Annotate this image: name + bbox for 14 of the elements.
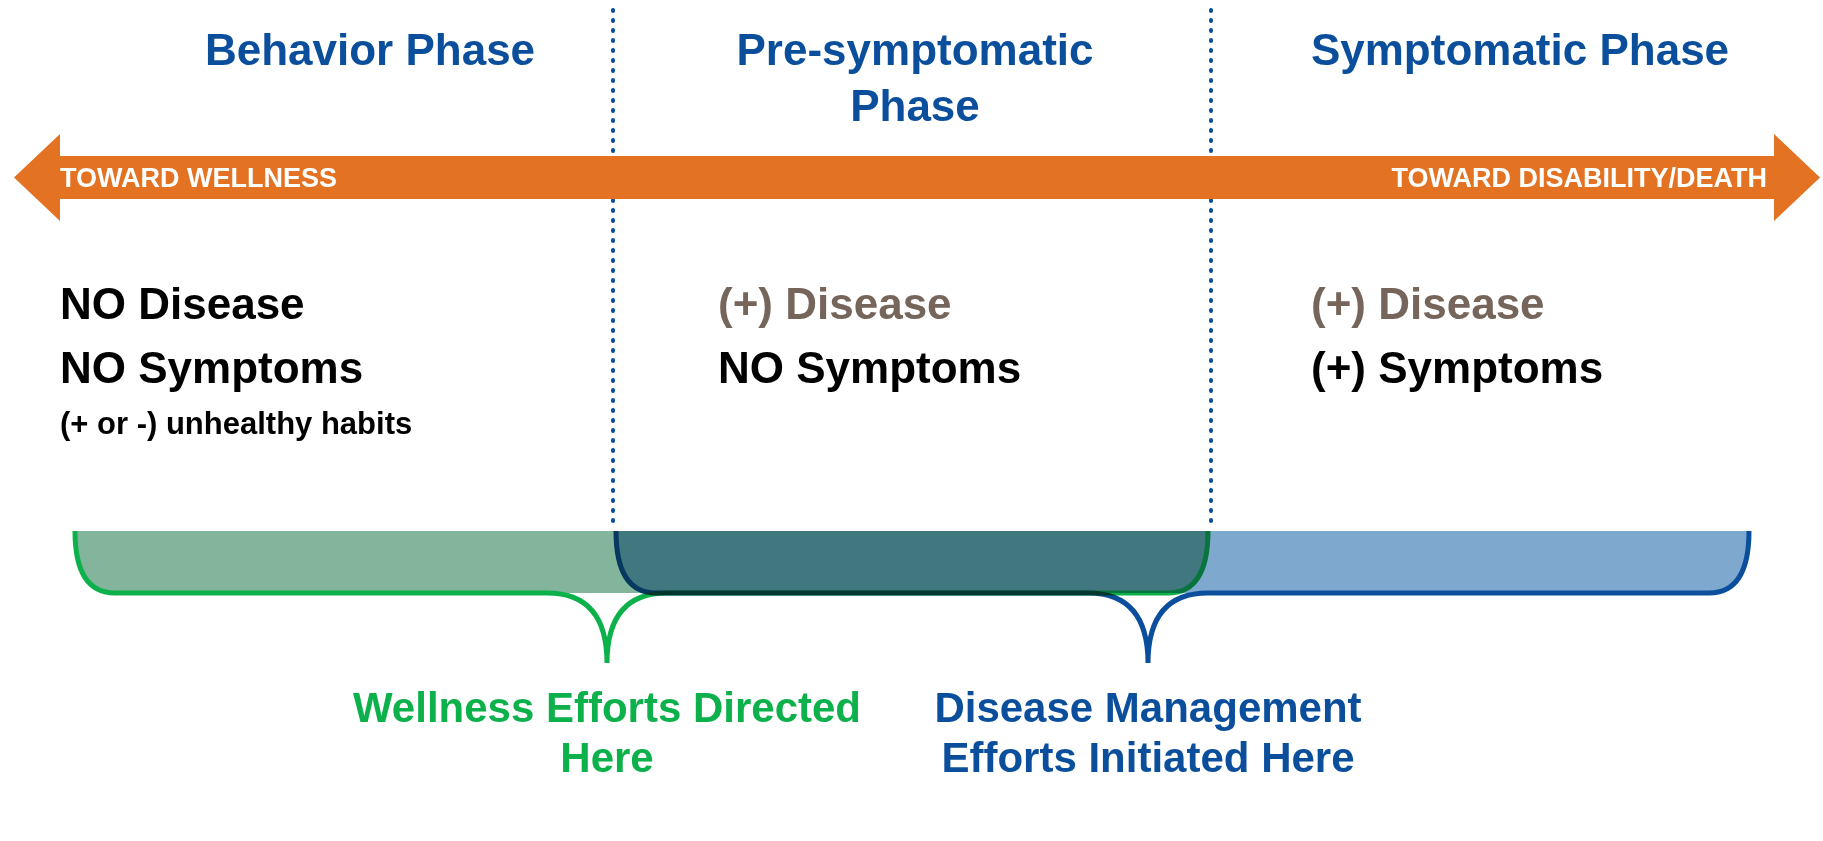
bracket-caption: Disease Management Efforts Initiated Here: [933, 683, 1363, 783]
status-text: NO Disease: [60, 278, 306, 330]
status-text: (+) Disease: [718, 278, 953, 330]
bracket-caption: Wellness Efforts Directed Here: [351, 683, 862, 783]
arrow-label: TOWARD WELLNESS: [60, 162, 337, 195]
phase-title: Pre-symptomatic Phase: [735, 24, 1095, 132]
status-text: (+) Disease: [1311, 278, 1546, 330]
arrow-label: TOWARD DISABILITY/DEATH: [1391, 162, 1767, 195]
status-text: (+) Symptoms: [1311, 342, 1605, 394]
phase-title: Behavior Phase: [203, 24, 537, 76]
status-text: NO Symptoms: [718, 342, 1023, 394]
status-text: NO Symptoms: [60, 342, 365, 394]
phase-title: Symptomatic Phase: [1309, 24, 1731, 76]
status-text: (+ or -) unhealthy habits: [60, 405, 414, 443]
